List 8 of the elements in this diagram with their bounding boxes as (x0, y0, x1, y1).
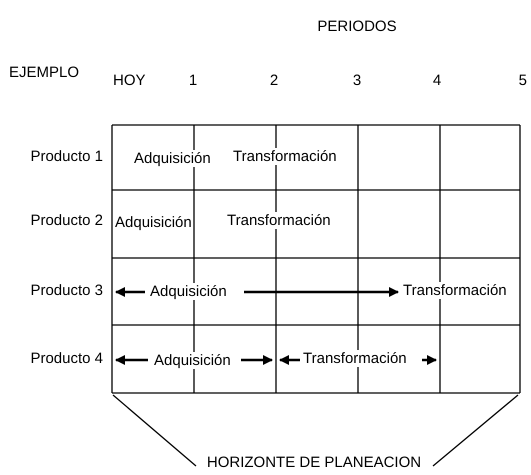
phase-label: Adquisición (149, 283, 228, 300)
phase-label: Adquisición (153, 352, 232, 369)
phase-label: Transformación (226, 212, 332, 229)
phase-label: Adquisición (133, 150, 212, 167)
phase-label: Transformación (232, 148, 338, 165)
phase-label: Adquisición (114, 214, 193, 231)
phase-label: Transformación (402, 282, 508, 299)
phase-label: Transformación (302, 350, 408, 367)
